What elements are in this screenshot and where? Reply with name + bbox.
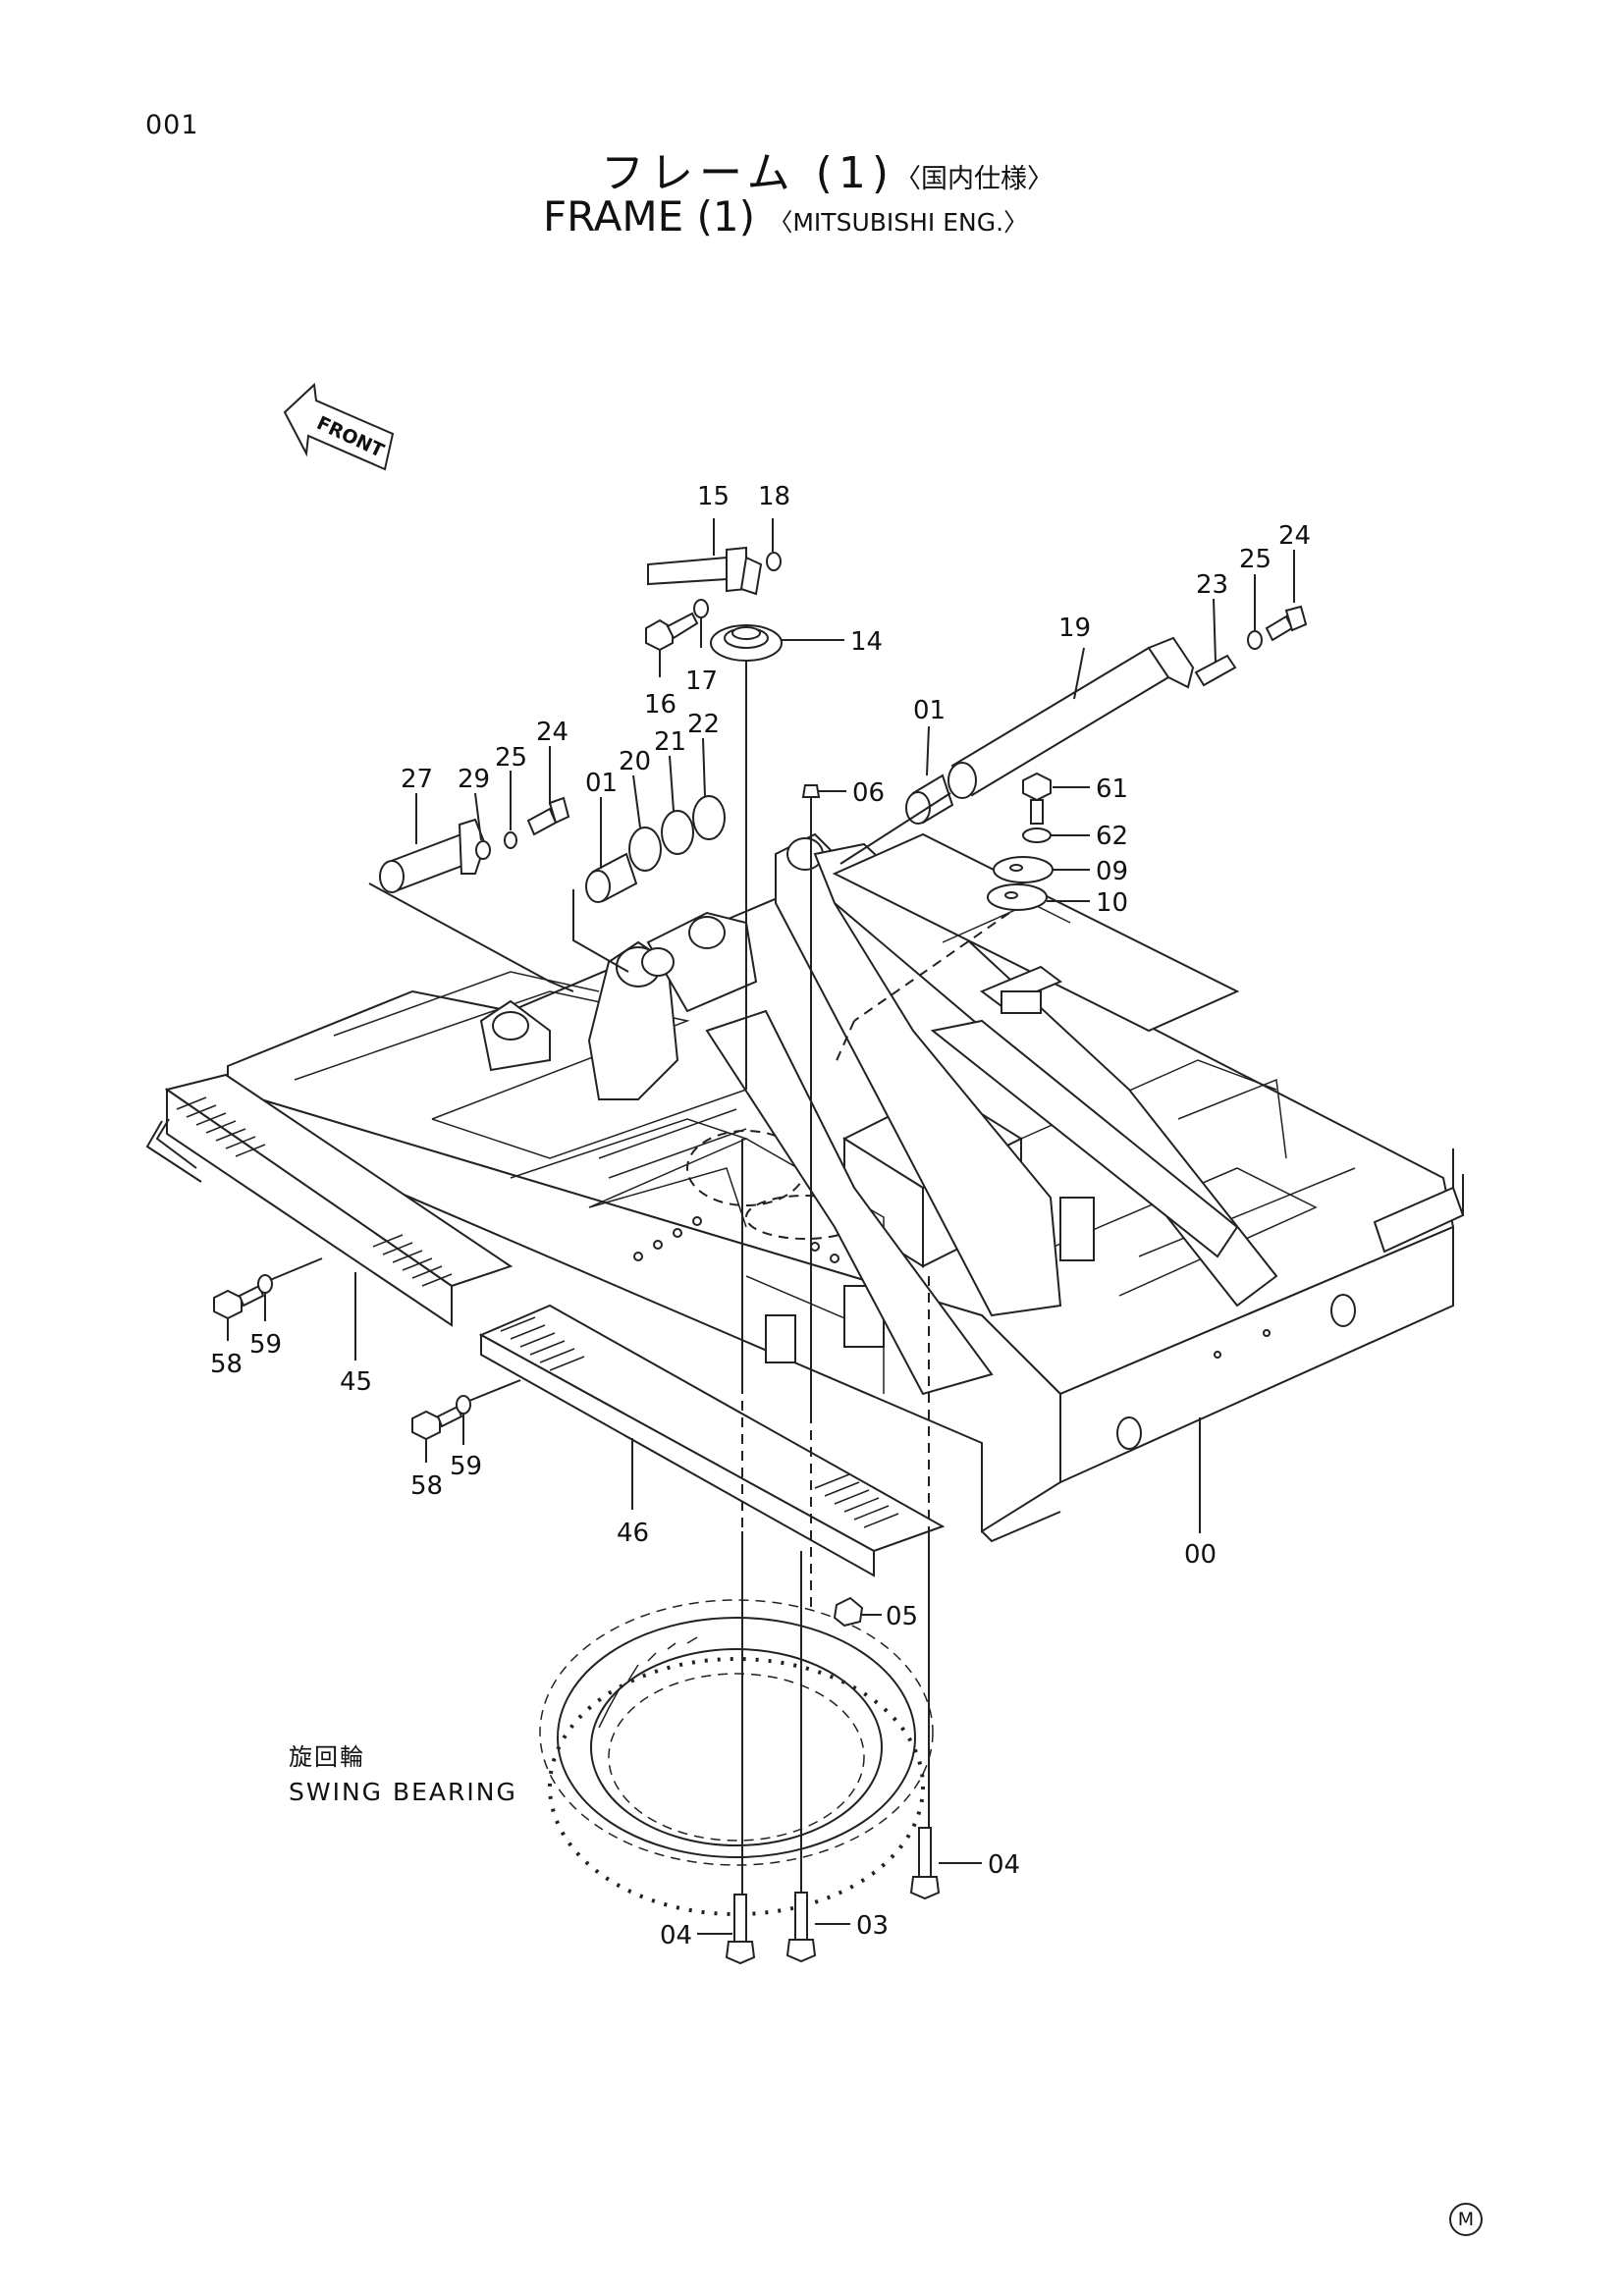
callout-01-right: 01	[913, 696, 946, 725]
shim-20	[628, 827, 662, 872]
step-46	[478, 1304, 946, 1577]
callout-10: 10	[1096, 888, 1128, 918]
callout-04-left: 04	[660, 1921, 692, 1950]
callout-59-right: 59	[450, 1452, 482, 1481]
callout-04-right: 04	[988, 1850, 1020, 1880]
grease-nipple-05	[833, 1596, 864, 1628]
rear-right-box	[832, 832, 1240, 1033]
callout-58-left: 58	[210, 1350, 243, 1379]
callout-09: 09	[1096, 857, 1128, 886]
washer-62	[1022, 828, 1052, 843]
bolt-61	[1022, 772, 1052, 825]
pin-27	[379, 796, 570, 893]
washer-18	[766, 552, 782, 571]
callout-16: 16	[644, 690, 676, 720]
callout-45: 45	[340, 1367, 372, 1397]
title-japanese: フレーム (1)〈国内仕様〉	[601, 137, 1054, 200]
bushing-01-left	[585, 852, 638, 903]
callout-labels: 15 18 14 16 17 19 23 25 24 01 06 61 62 0…	[210, 482, 1311, 1950]
callout-62: 62	[1096, 822, 1128, 851]
callout-21: 21	[654, 727, 686, 757]
callout-14: 14	[850, 627, 883, 657]
callout-19: 19	[1058, 614, 1091, 643]
swing-bearing-label-jp: 旋回輪	[289, 1743, 365, 1771]
shim-21	[661, 810, 694, 855]
callout-15: 15	[697, 482, 730, 511]
washer-25-right	[1247, 630, 1263, 650]
callout-58-right: 58	[410, 1471, 443, 1501]
pin-19	[947, 636, 1195, 799]
bolt-03	[785, 1892, 817, 1963]
callout-24-left: 24	[536, 718, 568, 747]
page-number: 001	[145, 110, 199, 140]
boom-bracket-left	[479, 911, 758, 1100]
washer-29	[475, 840, 491, 860]
callout-25-right: 25	[1239, 545, 1271, 574]
callout-17: 17	[685, 667, 718, 696]
swing-bearing	[539, 1599, 934, 1916]
title-english: FRAME (1) 〈MITSUBISHI ENG.〉	[543, 192, 1028, 240]
lock-plate-15	[647, 546, 763, 596]
title-japanese-main: フレーム (1)	[601, 148, 894, 198]
callout-24-right: 24	[1278, 521, 1311, 551]
bolt-58-left	[213, 1274, 273, 1320]
step-45	[145, 1073, 514, 1327]
callout-03: 03	[856, 1911, 889, 1941]
callout-01-left: 01	[585, 769, 618, 798]
callout-00: 00	[1184, 1540, 1217, 1570]
bolt-16	[645, 599, 709, 652]
front-arrow-icon: FRONT	[283, 382, 395, 471]
callout-46: 46	[617, 1519, 649, 1548]
callout-25-left: 25	[495, 743, 527, 773]
boom-arms	[705, 832, 1278, 1396]
grease-nipple-06	[801, 784, 821, 798]
swing-bearing-label-en: SWING BEARING	[289, 1778, 517, 1806]
shim-10	[987, 883, 1048, 911]
callout-05: 05	[886, 1602, 918, 1631]
title-english-main: FRAME (1)	[543, 192, 755, 240]
bolt-04-left	[725, 1894, 756, 1965]
bolt-58-right	[411, 1395, 471, 1441]
bolt-24-left	[526, 807, 558, 836]
shim-22	[692, 795, 726, 840]
callout-20: 20	[619, 747, 651, 776]
washer-59-right	[456, 1395, 471, 1415]
washer-59-left	[257, 1274, 273, 1294]
title-japanese-spec: 〈国内仕様〉	[894, 164, 1054, 194]
leader-lines	[227, 518, 1295, 1935]
pin-23	[1194, 605, 1308, 687]
callout-22: 22	[687, 710, 720, 739]
washer-25-left	[504, 831, 517, 849]
callout-06: 06	[852, 778, 885, 808]
callout-23: 23	[1196, 570, 1228, 600]
callout-61: 61	[1096, 774, 1128, 804]
callout-18: 18	[758, 482, 790, 511]
corner-mark-icon: M	[1449, 2203, 1483, 2236]
callout-59-left: 59	[249, 1330, 282, 1360]
callout-29: 29	[458, 765, 490, 794]
callout-27: 27	[401, 765, 433, 794]
bushing-14	[710, 624, 783, 662]
bolt-04-right	[909, 1827, 941, 1900]
plate-09	[993, 856, 1054, 883]
title-english-spec: 〈MITSUBISHI ENG.〉	[768, 208, 1029, 237]
